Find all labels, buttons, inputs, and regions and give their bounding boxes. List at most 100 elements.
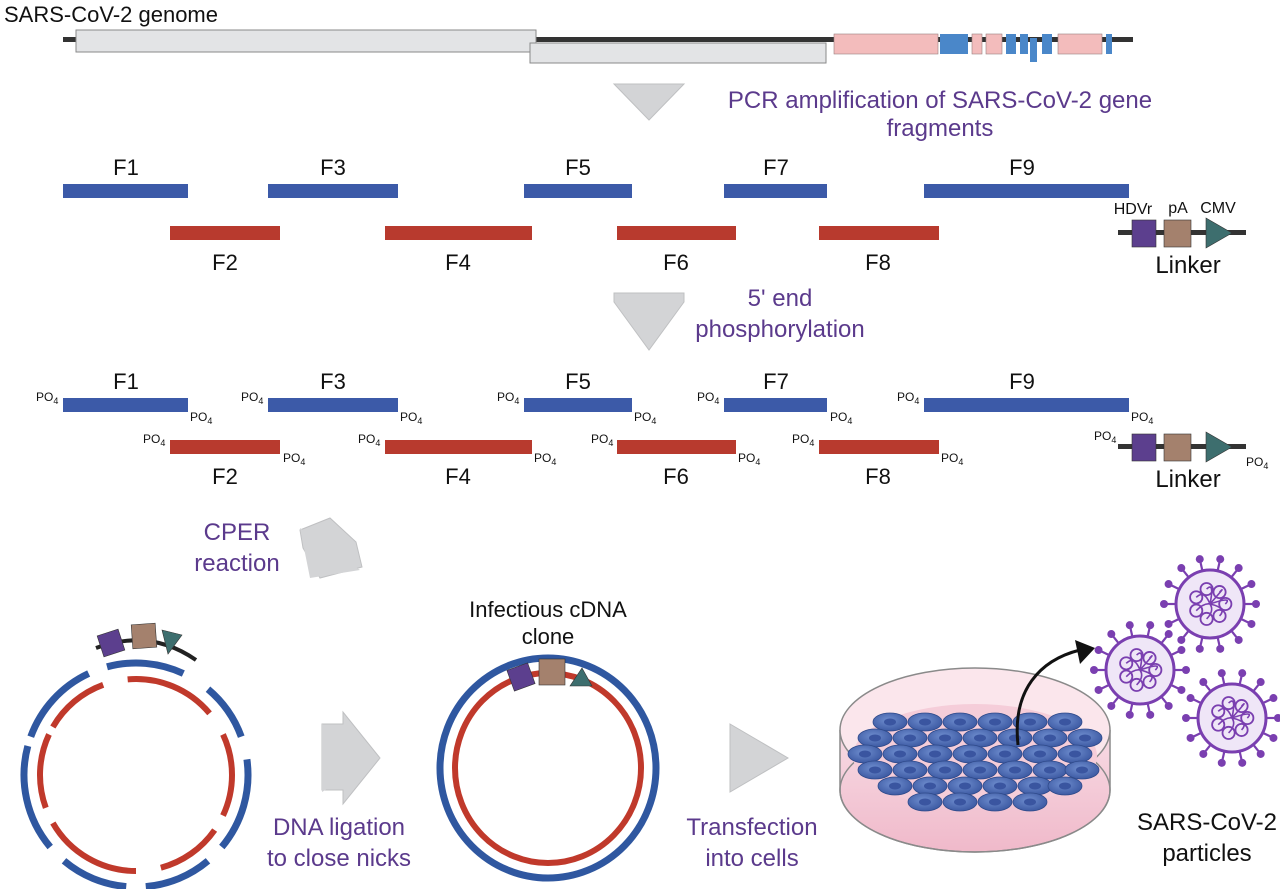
linker-title: Linker [1155, 252, 1220, 279]
spike-head [1247, 619, 1256, 628]
spike-head [1182, 714, 1190, 722]
hdvr-ribozyme-box [96, 628, 126, 658]
fragment-f1-bar [63, 398, 188, 412]
release-arrow-shaft [1015, 648, 1081, 746]
spike-head [1199, 749, 1208, 758]
cell-nucleus [904, 766, 916, 774]
fragment-label: F2 [212, 464, 238, 489]
phosphate-label: PO4 [1131, 410, 1153, 426]
cell-nucleus [1069, 750, 1081, 758]
rna-coil [1142, 651, 1157, 666]
rna-coil [1189, 603, 1204, 618]
spike-head [1177, 685, 1186, 694]
fragment-label: F8 [865, 464, 891, 489]
dna-strand-arc [145, 858, 211, 889]
rna-coil [1119, 669, 1134, 684]
phos-label-line1: 5' end [748, 285, 813, 312]
orf7a-block [1020, 34, 1028, 54]
right-arrow-icon [322, 724, 380, 792]
cell-nucleus [859, 750, 871, 758]
cell-nucleus [964, 750, 976, 758]
cell-nucleus [1034, 750, 1046, 758]
hdvr-label: HDVr [1114, 201, 1153, 218]
cell-monolayer [847, 712, 1103, 812]
e-gene-block [971, 33, 983, 55]
pa-signal-box [1163, 433, 1192, 462]
cell-nucleus [1079, 734, 1091, 742]
genome-map [63, 29, 1133, 64]
cell-nucleus [904, 734, 916, 742]
spike-head [1177, 646, 1186, 655]
dna-strand-arc [50, 821, 137, 874]
dna-strand-arc [219, 758, 252, 850]
spike-head [1274, 714, 1280, 722]
virus-particle-icon [1182, 669, 1280, 767]
spike-head [1238, 758, 1247, 767]
cell-nucleus [954, 718, 966, 726]
phosphate-label: PO4 [358, 432, 380, 448]
cell-nucleus [989, 718, 1001, 726]
spike-head [1125, 710, 1134, 719]
fragment-label: F5 [565, 155, 591, 180]
spike-head [1216, 555, 1225, 564]
spike-head [1164, 619, 1173, 628]
phosphate-label: PO4 [143, 432, 165, 448]
transfection-label-line1: Transfection [686, 814, 817, 841]
fragment-label: F2 [212, 250, 238, 275]
orf1a-block [75, 29, 537, 53]
spike-gene-block [833, 33, 939, 55]
dna-strand-arc [50, 681, 105, 729]
fragment-f9-bar [924, 184, 1129, 198]
spike-head [1186, 694, 1195, 703]
fragment-f7-bar [724, 398, 827, 412]
linker-title: Linker [1155, 466, 1220, 493]
hdvr-ribozyme-box [1131, 433, 1157, 462]
phosphate-label: PO4 [941, 451, 963, 467]
fragment-label: F7 [763, 369, 789, 394]
fragment-label: F8 [865, 250, 891, 275]
spike-head [1125, 621, 1134, 630]
fragment-f5-bar [524, 184, 632, 198]
fragments-pcr: F1 F3 F5 F7 F9 F2 F4 F6 F8 [63, 155, 1129, 275]
cmv-label: CMV [1200, 200, 1236, 217]
rna-coil [1212, 608, 1227, 623]
cell-nucleus [1009, 734, 1021, 742]
rna-coil [1119, 656, 1134, 671]
cper-label-line2: reaction [194, 550, 279, 577]
dna-strand-arc [61, 858, 127, 889]
cmv-promoter-arrow-icon [161, 629, 183, 655]
spike-head [1094, 685, 1103, 694]
spike-head [1107, 630, 1116, 639]
spike-head [1146, 710, 1155, 719]
cell-nucleus [929, 750, 941, 758]
spike-head [1182, 666, 1190, 674]
dna-strand-arc [160, 828, 218, 871]
spike-head [1177, 564, 1186, 573]
phosphate-label: PO4 [1094, 429, 1116, 445]
pa-signal-box [1163, 219, 1192, 248]
phosphate-label: PO4 [190, 410, 212, 426]
cell-nucleus [1024, 718, 1036, 726]
fragment-label: F4 [445, 250, 471, 275]
fragments-phosphorylated: F1 F3 F5 F7 F9 F2 F4 F6 F8 PO4PO4PO4PO4P… [36, 369, 1268, 489]
phosphate-label: PO4 [697, 390, 719, 406]
fragment-f6-bar [617, 226, 736, 240]
fragment-f8-bar [819, 440, 939, 454]
cell-nucleus [869, 734, 881, 742]
cell-nucleus [954, 798, 966, 806]
dna-strand-arc [37, 733, 52, 809]
spike-head [1269, 694, 1278, 703]
fragment-f8-bar [819, 226, 939, 240]
cell-nucleus [884, 718, 896, 726]
cell-nucleus [1024, 798, 1036, 806]
particles-label-line1: SARS-CoV-2 [1137, 809, 1277, 836]
cell-nucleus [1009, 766, 1021, 774]
spike-head [1177, 635, 1186, 644]
fragment-label: F3 [320, 369, 346, 394]
spike-head [1094, 646, 1103, 655]
spike-head [1164, 701, 1173, 710]
rna-coil [1221, 696, 1236, 711]
rna-coil [1129, 648, 1144, 663]
particles-label: SARS-CoV-2 particles [1137, 809, 1277, 867]
right-arrow-icon [729, 723, 789, 793]
